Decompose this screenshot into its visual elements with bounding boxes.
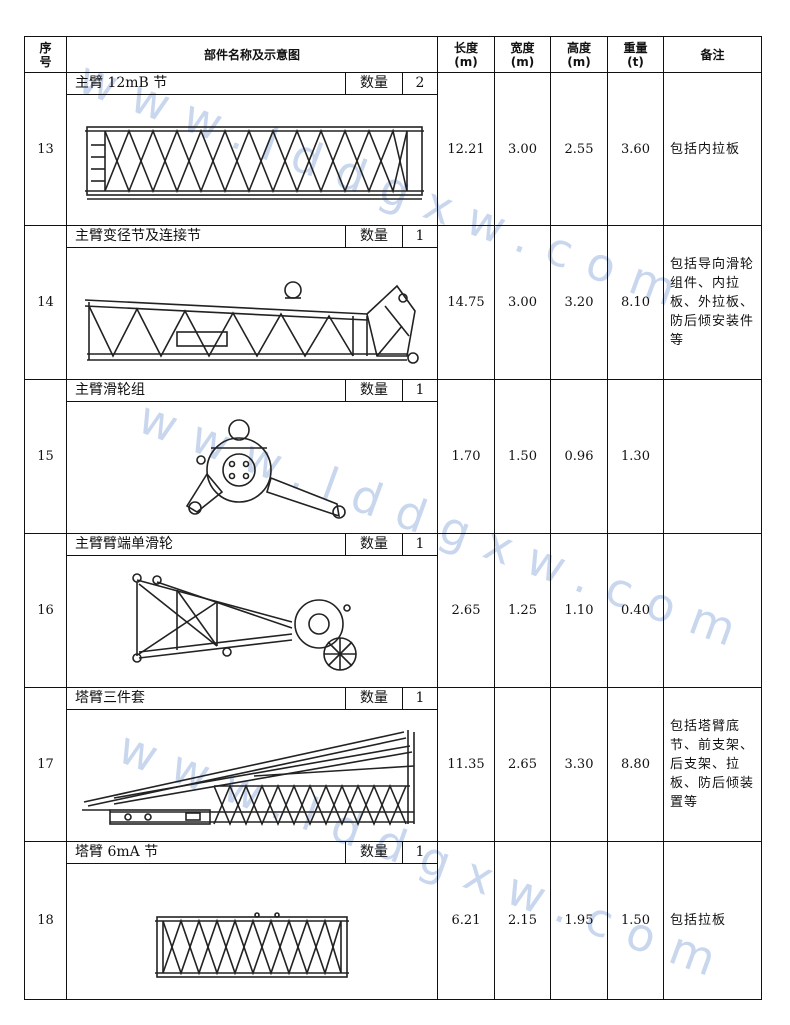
table-row: 18 塔臂 6mA 节 数量 1 (24, 841, 762, 1000)
weight-value: 1.30 (607, 379, 664, 534)
qty-label: 数量 (346, 73, 403, 94)
row-index: 14 (24, 225, 67, 380)
header-length: 长度 (m) (437, 36, 495, 73)
remark (663, 379, 762, 534)
length-value: 6.21 (437, 841, 495, 1000)
height-value: 3.30 (550, 687, 608, 842)
row-index: 16 (24, 533, 67, 688)
qty-label: 数量 (346, 842, 403, 863)
weight-value: 8.10 (607, 225, 664, 380)
qty-value: 1 (415, 382, 425, 398)
header-weight: 重量 (t) (607, 36, 664, 73)
row-index: 13 (24, 72, 67, 226)
row-index: 15 (24, 379, 67, 534)
length-value: 11.35 (437, 687, 495, 842)
header-name: 部件名称及示意图 (66, 36, 438, 73)
row-index: 17 (24, 687, 67, 842)
length-value: 12.21 (437, 72, 495, 226)
weight-value: 3.60 (607, 72, 664, 226)
remark: 包括导向滑轮组件、内拉板、外拉板、防后倾安装件等 (663, 225, 762, 380)
table-row: 16 主臂臂端单滑轮 数量 1 (24, 533, 762, 688)
qty-label: 数量 (346, 688, 403, 709)
header-height: 高度 (m) (550, 36, 608, 73)
width-value: 3.00 (494, 225, 551, 380)
table-row: 15 主臂滑轮组 数量 1 (24, 379, 762, 534)
qty-value: 2 (415, 75, 425, 91)
qty-label: 数量 (346, 380, 403, 401)
weight-value: 1.50 (607, 841, 664, 1000)
qty-value: 1 (415, 844, 425, 860)
part-name: 主臂臂端单滑轮 (67, 534, 346, 555)
tower-boom-section-icon (155, 911, 349, 978)
qty-label: 数量 (346, 226, 403, 247)
table-row: 17 塔臂三件套 数量 1 (24, 687, 762, 842)
width-value: 2.15 (494, 841, 551, 1000)
width-value: 1.50 (494, 379, 551, 534)
parts-table: 序 号 部件名称及示意图 长度 (m) 宽度 (m) 高度 (m) 重量 (t)… (24, 36, 762, 1000)
weight-value: 0.40 (607, 533, 664, 688)
remark: 包括内拉板 (663, 72, 762, 226)
boom-tip-single-pulley-icon (132, 572, 357, 671)
height-value: 3.20 (550, 225, 608, 380)
part-name: 塔臂 6mA 节 (67, 842, 346, 863)
height-value: 1.95 (550, 841, 608, 1000)
qty-value: 1 (415, 228, 425, 244)
length-value: 1.70 (437, 379, 495, 534)
header-width: 宽度 (m) (494, 36, 551, 73)
remark: 包括拉板 (663, 841, 762, 1000)
header-remark: 备注 (663, 36, 762, 73)
length-value: 14.75 (437, 225, 495, 380)
qty-label: 数量 (346, 534, 403, 555)
tower-boom-set-icon (82, 729, 415, 826)
part-name: 主臂变径节及连接节 (67, 226, 346, 247)
width-value: 2.65 (494, 687, 551, 842)
width-value: 3.00 (494, 72, 551, 226)
part-name: 主臂滑轮组 (67, 380, 346, 401)
qty-value: 1 (415, 690, 425, 706)
width-value: 1.25 (494, 533, 551, 688)
table-row: 13 主臂 12mB 节 数量 2 (24, 72, 762, 226)
pulley-block-icon (185, 418, 346, 519)
remark: 包括塔臂底节、前支架、后支架、拉板、防后倾装置等 (663, 687, 762, 842)
qty-value: 1 (415, 536, 425, 552)
header-index: 序 号 (24, 36, 67, 73)
height-value: 2.55 (550, 72, 608, 226)
boom-transition-section-icon (84, 281, 419, 364)
boom-section-icon (85, 126, 424, 200)
table-header: 序 号 部件名称及示意图 长度 (m) 宽度 (m) 高度 (m) 重量 (t)… (24, 36, 762, 73)
table-row: 14 主臂变径节及连接节 数量 1 (24, 225, 762, 380)
height-value: 1.10 (550, 533, 608, 688)
height-value: 0.96 (550, 379, 608, 534)
length-value: 2.65 (437, 533, 495, 688)
row-index: 18 (24, 841, 67, 1000)
part-name: 主臂 12mB 节 (67, 73, 346, 94)
part-name: 塔臂三件套 (67, 688, 346, 709)
remark (663, 533, 762, 688)
weight-value: 8.80 (607, 687, 664, 842)
